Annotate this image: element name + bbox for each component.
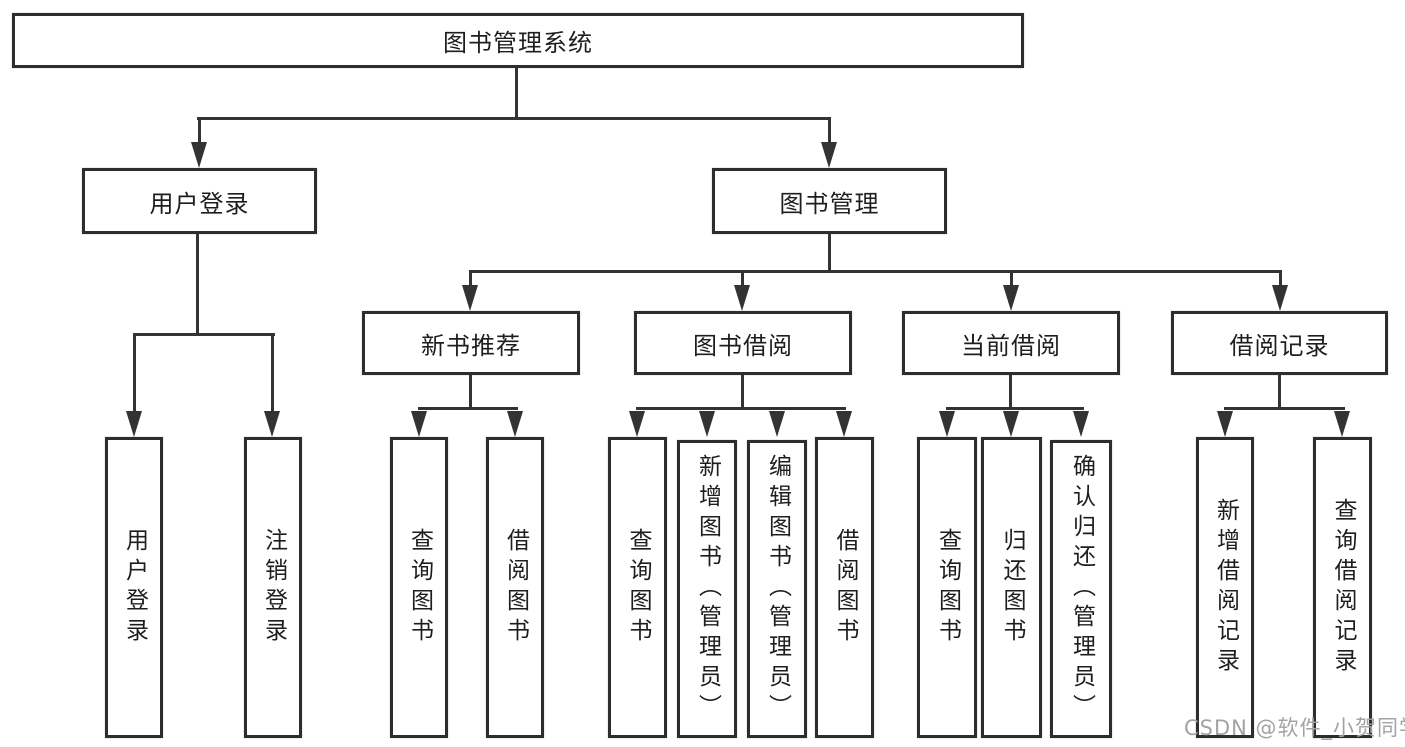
node-label: 新书推荐: [421, 331, 521, 360]
node-label: 用户登录: [149, 189, 250, 218]
leaf-query-book-recommend: 查询图书: [390, 437, 448, 738]
arrow-down-icon: [734, 285, 750, 311]
leaf-edit-book-admin: 编辑图书（管理员）: [747, 440, 807, 738]
arrow-down-icon: [629, 411, 645, 437]
arrow-down-icon: [264, 411, 280, 437]
arrow-down-icon: [462, 285, 478, 311]
node-label: 图书管理系统: [443, 29, 593, 57]
arrow-down-icon: [1217, 411, 1233, 437]
connector-level2-hline: [197, 117, 831, 120]
node-label: 借阅记录: [1229, 331, 1330, 360]
arrow-down-icon: [1334, 411, 1350, 437]
arrow-down-icon: [507, 411, 523, 437]
arrow-down-icon: [191, 142, 207, 168]
connector-drop-book-management: [828, 117, 831, 145]
leaf-confirm-return-admin: 确认归还（管理员）: [1050, 440, 1112, 738]
connector-drop-user-login: [198, 117, 201, 145]
node-library-system: 图书管理系统: [12, 13, 1024, 68]
connector-drop-level3: [469, 270, 472, 288]
node-label: 新增图书（管理员）: [694, 454, 721, 724]
connector-drop-level3: [741, 270, 744, 288]
connector-level3-hline: [469, 270, 1282, 273]
arrow-down-icon: [769, 411, 785, 437]
connector-drop-level3: [1010, 270, 1013, 288]
arrow-down-icon: [1003, 411, 1019, 437]
arrow-down-icon: [411, 411, 427, 437]
connector-user-login-hline: [133, 333, 275, 336]
node-label: 归还图书: [999, 527, 1025, 648]
connector-stem-new-book: [469, 375, 472, 410]
connector-user-login-stem: [196, 234, 199, 336]
node-label: 查询图书: [934, 527, 961, 648]
leaf-user-login: 用户登录: [105, 437, 163, 738]
node-book-borrow: 图书借阅: [634, 311, 852, 375]
connector-hline-borrow-records: [1224, 407, 1345, 410]
node-borrow-records: 借阅记录: [1171, 311, 1388, 375]
leaf-borrow-book-recommend: 借阅图书: [486, 437, 544, 738]
node-label: 查询图书: [406, 527, 433, 648]
leaf-logout-login: 注销登录: [244, 437, 302, 738]
node-label: 确认归还（管理员）: [1068, 454, 1095, 724]
arrow-down-icon: [836, 411, 852, 437]
connector-hline-current-borrow: [946, 407, 1084, 410]
node-label: 查询借阅记录: [1330, 497, 1356, 678]
node-label: 注销登录: [260, 527, 287, 648]
arrow-down-icon: [1003, 285, 1019, 311]
connector-hline-new-book: [418, 407, 518, 410]
node-label: 图书借阅: [693, 331, 793, 360]
connector-drop-level3: [1279, 270, 1282, 288]
leaf-add-book-admin: 新增图书（管理员）: [677, 440, 737, 738]
node-label: 借阅图书: [502, 527, 529, 648]
leaf-add-borrow-record: 新增借阅记录: [1196, 437, 1254, 738]
leaf-query-book-borrow: 查询图书: [608, 437, 667, 738]
arrow-down-icon: [126, 411, 142, 437]
node-label: 查询图书: [625, 527, 651, 648]
node-label: 编辑图书（管理员）: [764, 454, 791, 724]
arrow-down-icon: [1073, 411, 1089, 437]
connector-hline-book-borrow: [636, 407, 846, 410]
leaf-query-book-current: 查询图书: [917, 437, 977, 738]
node-label: 当前借阅: [961, 331, 1061, 360]
node-label: 用户登录: [121, 527, 148, 648]
connector-stem-current-borrow: [1009, 375, 1012, 410]
node-user-login: 用户登录: [82, 168, 317, 234]
leaf-return-book: 归还图书: [981, 437, 1042, 738]
arrow-down-icon: [939, 411, 955, 437]
connector-stem-book-borrow: [741, 375, 744, 410]
connector-drop-leaf: [133, 333, 136, 412]
node-label: 借阅图书: [832, 527, 858, 648]
connector-root-stem: [515, 68, 518, 120]
node-current-borrow: 当前借阅: [902, 311, 1120, 375]
node-new-book-recommend: 新书推荐: [362, 311, 580, 375]
connector-book-mgmt-stem: [828, 234, 831, 273]
arrow-down-icon: [1272, 285, 1288, 311]
arrow-down-icon: [699, 411, 715, 437]
node-book-management: 图书管理: [712, 168, 947, 234]
node-label: 图书管理: [779, 189, 880, 218]
node-label: 新增借阅记录: [1212, 497, 1239, 678]
leaf-query-borrow-record: 查询借阅记录: [1313, 437, 1372, 738]
connector-stem-borrow-records: [1278, 375, 1281, 410]
arrow-down-icon: [821, 142, 837, 168]
leaf-borrow-book-borrow: 借阅图书: [815, 437, 874, 738]
watermark-text: CSDN @软件_小贺同学: [1184, 716, 1405, 740]
connector-drop-leaf: [271, 333, 274, 412]
